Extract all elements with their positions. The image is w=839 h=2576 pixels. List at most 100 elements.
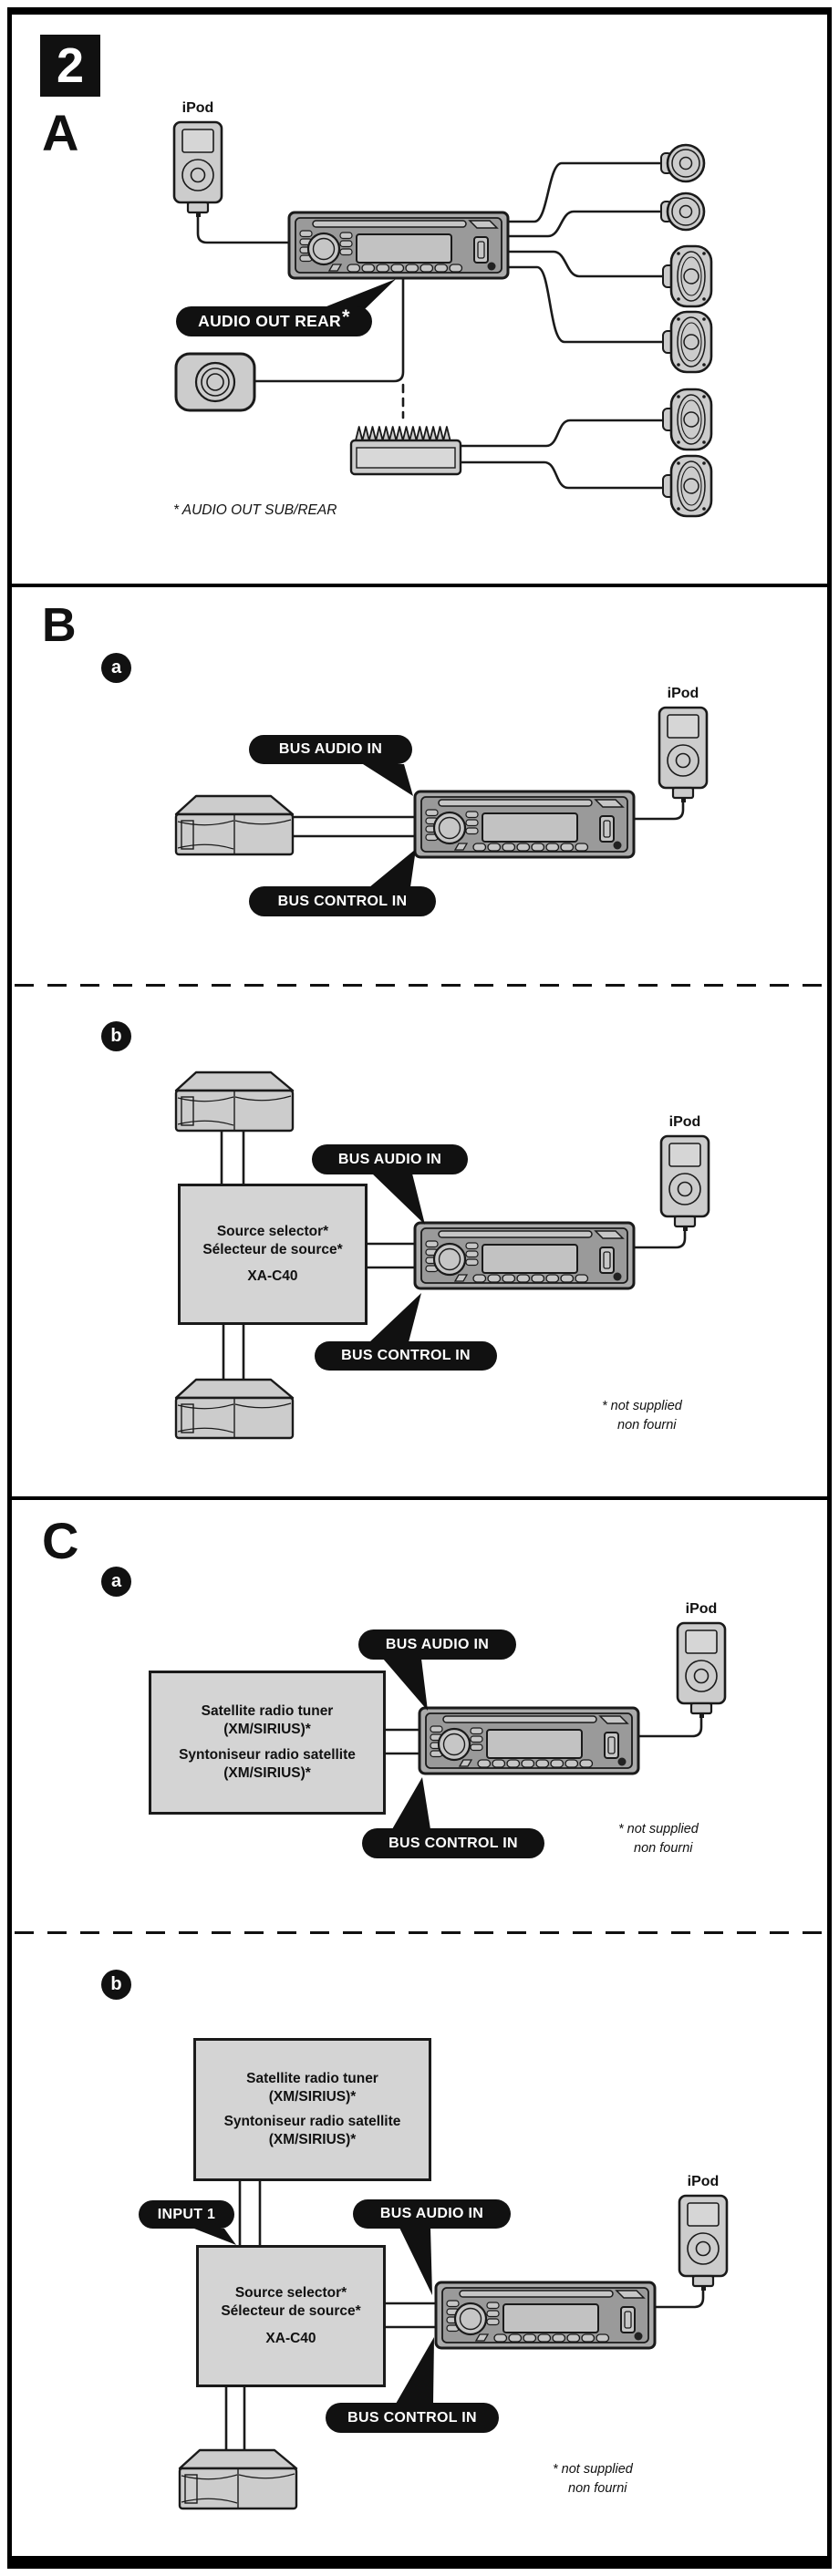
sub-divider-b (15, 984, 824, 987)
step-number-badge: 2 (40, 35, 100, 97)
satellite-tuner-line4: (XM/SIRIUS)* (223, 1764, 311, 1781)
section-c-sub-badge-a: a (101, 1567, 131, 1597)
bus-audio-in-label: BUS AUDIO IN (312, 1144, 468, 1174)
ipod-cable (632, 800, 685, 821)
bus-audio-in-label: BUS AUDIO IN (358, 1629, 516, 1660)
ipod-label: iPod (667, 686, 699, 701)
ipod-label: iPod (685, 1601, 718, 1617)
speaker-wire (506, 250, 666, 278)
source-selector-model: XA-C40 (265, 2330, 316, 2346)
satellite-tuner-line1: Satellite radio tuner (246, 2070, 378, 2086)
section-b-sub-badge-b: b (101, 1021, 131, 1051)
subwoofer (174, 352, 256, 412)
callout-pointer (317, 279, 396, 310)
cd-changer (174, 1378, 295, 1440)
not-supplied-note: * not supplied non fourni (553, 2460, 633, 2498)
ipod (659, 1134, 710, 1233)
ipod-cable (196, 215, 291, 244)
ipod-cable (637, 1715, 703, 1738)
satellite-tuner-line1: Satellite radio tuner (201, 1703, 334, 1720)
section-b-heading: B (42, 599, 77, 652)
oval-speaker (661, 310, 713, 374)
callout-pointer (363, 764, 413, 796)
satellite-tuner-box: Satellite radio tuner (XM/SIRIUS)* Synto… (149, 1671, 386, 1815)
source-selector-box: Source selector* Sélecteur de source* XA… (178, 1184, 368, 1325)
section-a-footnote: * AUDIO OUT SUB/REAR (173, 502, 337, 518)
bus-control-in-label: BUS CONTROL IN (249, 886, 436, 916)
section-b-sub-badge-a: a (101, 653, 131, 683)
bus-audio-in-label: BUS AUDIO IN (353, 2199, 511, 2229)
source-selector-line2: Sélecteur de source* (221, 2303, 361, 2320)
head-unit (418, 1706, 640, 1775)
head-unit (287, 211, 510, 280)
source-selector-line2: Sélecteur de source* (202, 1241, 343, 1257)
audio-out-rear-label: AUDIO OUT REAR* (176, 306, 372, 336)
speaker-wire (506, 210, 664, 238)
satellite-tuner-box: Satellite radio tuner (XM/SIRIUS)* Synto… (193, 2038, 431, 2181)
cd-changer (178, 2448, 298, 2510)
sub-divider-c (15, 1931, 824, 1934)
input-1-label: INPUT 1 (139, 2200, 234, 2229)
callout-pointer (383, 1659, 428, 1711)
note-line2: non fourni (568, 2481, 627, 2497)
satellite-tuner-line4: (XM/SIRIUS)* (268, 2132, 357, 2148)
note-line1: * not supplied (602, 1399, 682, 1413)
source-selector-model: XA-C40 (247, 1268, 298, 1285)
cd-changer (174, 1071, 295, 1133)
head-unit (434, 2281, 657, 2350)
callout-pointer (392, 1777, 430, 1829)
sub-wire (253, 276, 405, 383)
not-supplied-note: * not supplied non fourni (602, 1397, 682, 1435)
section-divider-a-b (7, 584, 832, 587)
oval-speaker (661, 244, 713, 308)
callout-pointer (372, 1174, 425, 1225)
callout-pointer (194, 2229, 236, 2245)
note-line1: * not supplied (553, 2462, 633, 2477)
section-a-diagram (196, 161, 666, 490)
section-a-heading: A (42, 104, 79, 161)
bus-control-in-label: BUS CONTROL IN (315, 1341, 497, 1371)
section-c-heading: C (42, 1512, 79, 1569)
section-c-b-diagram (224, 2179, 705, 2452)
section-b-a-diagram (291, 800, 685, 838)
bus-audio-in-label: BUS AUDIO IN (249, 735, 412, 764)
callout-pointer (369, 849, 416, 887)
callout-pointer (396, 2337, 434, 2404)
ipod-label: iPod (687, 2174, 720, 2189)
speaker-wire (506, 265, 666, 344)
head-unit (413, 790, 636, 859)
ipod-cable (632, 1228, 687, 1249)
section-divider-b-c (7, 1496, 832, 1500)
amplifier (349, 425, 462, 476)
bus-control-in-label: BUS CONTROL IN (326, 2403, 499, 2433)
callout-pointer (399, 2228, 432, 2295)
source-selector-line1: Source selector* (216, 1223, 329, 1239)
oval-speaker (661, 454, 713, 518)
satellite-tuner-line2: (XM/SIRIUS)* (268, 2088, 357, 2105)
callout-pointer (369, 1293, 421, 1342)
ipod-label: iPod (181, 100, 214, 116)
ipod-cable (653, 2288, 705, 2309)
source-selector-box: Source selector* Sélecteur de source* XA… (196, 2245, 386, 2387)
section-b-b-diagram (220, 1129, 687, 1381)
speaker-wire (506, 161, 664, 223)
not-supplied-note: * not supplied non fourni (618, 1820, 699, 1858)
note-line2: non fourni (634, 1841, 693, 1857)
section-c-a-diagram (384, 1715, 703, 1755)
satellite-tuner-line2: (XM/SIRIUS)* (223, 1722, 311, 1738)
note-line1: * not supplied (618, 1822, 699, 1836)
amp-speaker-wire (459, 460, 666, 490)
round-speaker (659, 143, 706, 183)
source-selector-line1: Source selector* (234, 2285, 347, 2302)
round-speaker (659, 191, 706, 232)
bus-control-in-label: BUS CONTROL IN (362, 1828, 544, 1858)
ipod (676, 1621, 727, 1720)
ipod (678, 2194, 729, 2292)
ipod (172, 120, 223, 219)
cd-changer (174, 794, 295, 856)
head-unit (413, 1221, 636, 1290)
audio-out-rear-text: AUDIO OUT REAR (198, 312, 341, 330)
section-c-sub-badge-b: b (101, 1970, 131, 2000)
